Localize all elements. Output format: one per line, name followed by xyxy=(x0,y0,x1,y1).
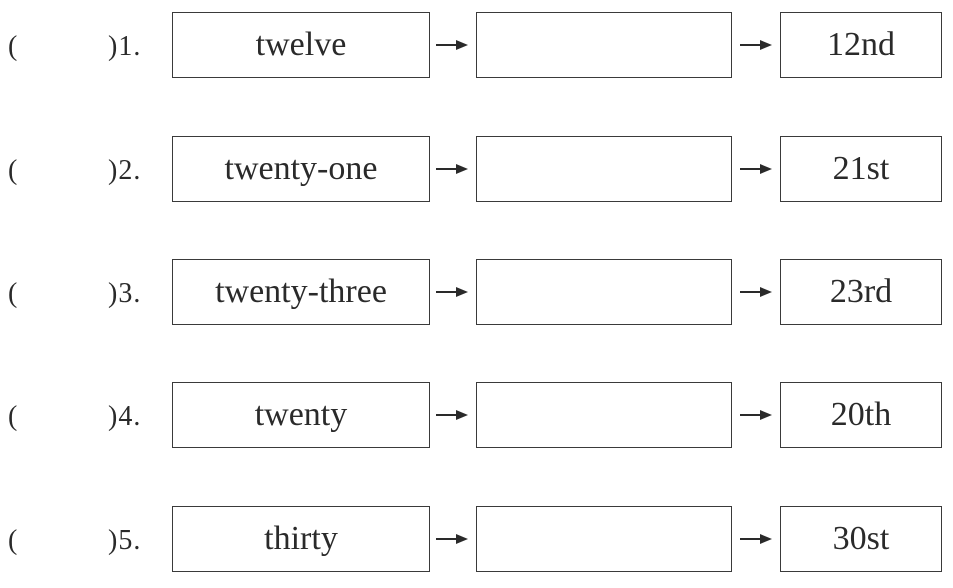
answer-blank-box[interactable] xyxy=(476,259,732,325)
item-number: )3. xyxy=(108,278,142,309)
item-number: )2. xyxy=(108,155,142,186)
right-arrow-icon xyxy=(434,530,470,548)
item-number: )1. xyxy=(108,31,142,62)
exercise-row-4: ( )4. twenty 20th xyxy=(0,382,953,452)
exercise-row-1: ( )1. twelve 12nd xyxy=(0,12,953,82)
answer-paren-open: ( xyxy=(8,278,18,309)
ordinal-number-box: 21st xyxy=(780,136,942,202)
right-arrow-icon xyxy=(738,406,774,424)
right-arrow-icon xyxy=(738,283,774,301)
right-arrow-icon xyxy=(434,36,470,54)
answer-paren-open: ( xyxy=(8,401,18,432)
cardinal-word-box: twenty-three xyxy=(172,259,430,325)
answer-paren-open: ( xyxy=(8,155,18,186)
right-arrow-icon xyxy=(738,530,774,548)
exercise-row-2: ( )2. twenty-one 21st xyxy=(0,136,953,206)
ordinal-number-box: 20th xyxy=(780,382,942,448)
answer-blank-box[interactable] xyxy=(476,506,732,572)
cardinal-word-box: twelve xyxy=(172,12,430,78)
ordinal-number-box: 30st xyxy=(780,506,942,572)
answer-blank-box[interactable] xyxy=(476,136,732,202)
item-number: )5. xyxy=(108,525,142,556)
answer-paren-open: ( xyxy=(8,31,18,62)
ordinal-number-box: 12nd xyxy=(780,12,942,78)
answer-paren-open: ( xyxy=(8,525,18,556)
right-arrow-icon xyxy=(434,406,470,424)
answer-blank-box[interactable] xyxy=(476,382,732,448)
cardinal-word-box: thirty xyxy=(172,506,430,572)
ordinal-number-box: 23rd xyxy=(780,259,942,325)
right-arrow-icon xyxy=(738,160,774,178)
right-arrow-icon xyxy=(738,36,774,54)
right-arrow-icon xyxy=(434,160,470,178)
answer-blank-box[interactable] xyxy=(476,12,732,78)
cardinal-word-box: twenty-one xyxy=(172,136,430,202)
cardinal-word-box: twenty xyxy=(172,382,430,448)
item-number: )4. xyxy=(108,401,142,432)
right-arrow-icon xyxy=(434,283,470,301)
exercise-row-5: ( )5. thirty 30st xyxy=(0,506,953,576)
exercise-row-3: ( )3. twenty-three 23rd xyxy=(0,259,953,329)
